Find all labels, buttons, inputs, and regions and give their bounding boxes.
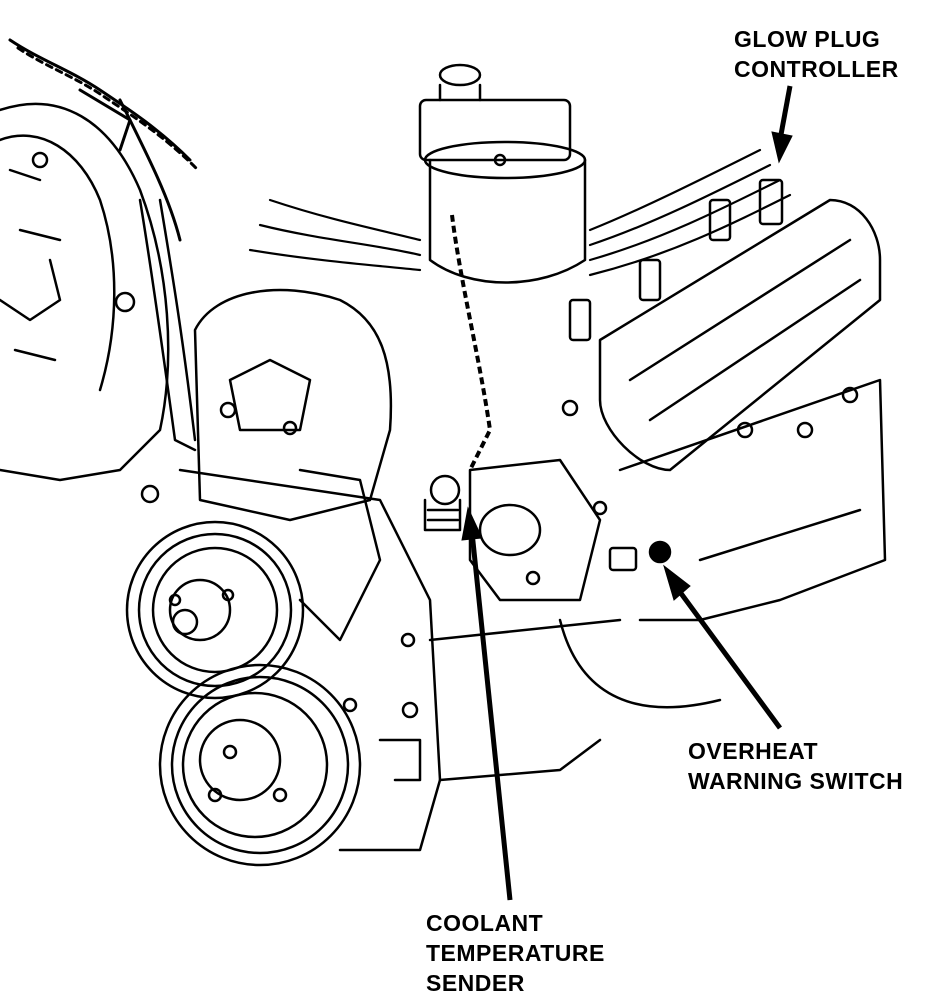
coolant-label-line-3: SENDER	[426, 970, 525, 996]
overheat-label-line-2: WARNING SWITCH	[688, 768, 904, 794]
overheat-switch-fitting	[608, 540, 672, 572]
injectors	[568, 178, 784, 342]
coolant-label-line-2: TEMPERATURE	[426, 940, 605, 966]
lower-pulley	[158, 663, 362, 867]
fuel-lines	[248, 148, 792, 277]
overheat-switch-arrow	[663, 564, 783, 730]
water-pump	[468, 458, 608, 602]
coolant-sender-fitting	[423, 474, 462, 532]
engine-block-front	[178, 468, 622, 852]
upper-pulley	[125, 520, 305, 700]
coolant-label-line-1: COOLANT	[426, 910, 544, 936]
timing-cover	[193, 288, 393, 522]
wiring-harness	[8, 38, 198, 242]
flywheel-housing	[0, 102, 170, 504]
upper-pipe	[138, 198, 197, 452]
glow-plug-label-line-2: CONTROLLER	[734, 56, 899, 82]
glow-plug-label-line-1: GLOW PLUG	[734, 26, 881, 52]
overheat-label-line-1: OVERHEAT	[688, 738, 819, 764]
coolant-sender-arrow	[461, 506, 513, 901]
glow-plug-controller-label: GLOW PLUG CONTROLLER	[734, 24, 899, 84]
engine-block-right	[558, 378, 887, 709]
valve-cover-right	[561, 198, 882, 472]
idler-bracket	[298, 468, 382, 642]
coolant-temperature-sender-label: COOLANT TEMPERATURE SENDER	[426, 908, 605, 998]
sender-wire	[450, 214, 493, 471]
injection-pump	[418, 63, 587, 284]
glow-plug-arrow	[771, 85, 793, 164]
overheat-warning-switch-label: OVERHEAT WARNING SWITCH	[688, 736, 903, 796]
